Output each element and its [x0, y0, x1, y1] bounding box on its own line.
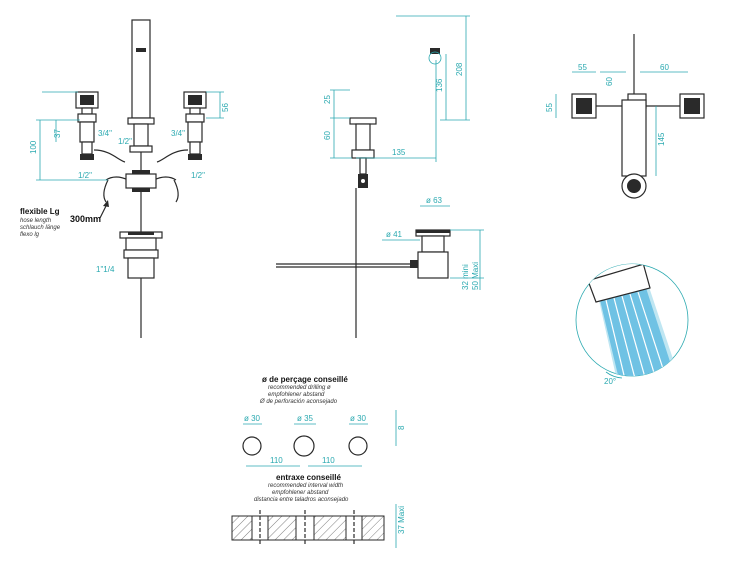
hole-1-diameter: ø 30 — [244, 414, 261, 423]
side-view: 208 136 25 60 135 ø 63 ø 41 32 mini 50 M… — [276, 14, 484, 338]
hose-title: flexible Lg — [20, 207, 60, 216]
dim-100: 100 — [29, 140, 38, 154]
dim-32-mini: 32 mini — [461, 264, 470, 290]
hose-line-1: hose length — [20, 218, 52, 224]
spacing-2: 110 — [322, 456, 335, 465]
dim-25: 25 — [323, 95, 332, 104]
dim-208: 208 — [455, 62, 464, 76]
dim-135: 135 — [392, 148, 406, 157]
right-handle — [156, 91, 207, 163]
dim-41: ø 41 — [386, 230, 403, 239]
dim-63: ø 63 — [426, 196, 443, 205]
drilling-line-1: recommended drilling ø — [268, 385, 331, 391]
half-left-label: 1/2" — [78, 171, 92, 180]
interval-line-3: distancia entre taladros aconsejado — [254, 497, 349, 503]
offset-8: 8 — [397, 425, 406, 430]
interval-title: entraxe conseillé — [276, 473, 341, 482]
interval-line-1: recommended interval width — [268, 483, 344, 489]
drilling-title: ø de perçage conseillé — [262, 375, 348, 384]
thread-left-label: 3/4" — [98, 129, 112, 138]
dim-60: 60 — [323, 131, 332, 140]
half-right-label: 1/2" — [191, 171, 205, 180]
hole-3-diameter: ø 30 — [350, 414, 367, 423]
max-37: 37 Maxi — [397, 506, 406, 534]
drilling-line-3: Ø de perforación aconsejado — [259, 399, 338, 405]
dim-56: 56 — [221, 103, 230, 112]
left-handle — [75, 91, 126, 163]
dim-136: 136 — [435, 78, 444, 92]
interval-line-2: empfohlener abstand — [272, 490, 329, 496]
dim-60-a: 60 — [605, 77, 614, 86]
spacing-1: 110 — [270, 456, 283, 465]
hose-length: 300mm — [70, 214, 101, 224]
dim-145: 145 — [657, 132, 666, 146]
dim-55-top: 55 — [578, 63, 587, 72]
spray-angle: 20° — [604, 377, 616, 386]
top-view: 55 60 60 55 145 — [545, 34, 705, 199]
hole-2-diameter: ø 35 — [297, 414, 314, 423]
thread-right-label: 3/4" — [171, 129, 185, 138]
hose-line-2: schlauch länge — [20, 225, 61, 231]
front-view: 100 37 56 3/4" 3/4" 1/2" 1/2" 1/2" 1"1/4… — [20, 19, 230, 338]
dim-37: 37 — [53, 129, 62, 138]
spray-detail: 20° — [575, 263, 689, 386]
dim-50-maxi: 50 Maxi — [471, 262, 480, 290]
dim-60-b: 60 — [660, 63, 669, 72]
thread-center-label: 1/2" — [118, 137, 132, 146]
drilling-line-2: empfohlener abstand — [268, 392, 325, 398]
drilling-section: ø de perçage conseillé recommended drill… — [231, 375, 406, 548]
dim-55-side: 55 — [545, 103, 554, 112]
hose-line-3: flexo lg — [20, 232, 40, 238]
waste-thread-label: 1"1/4 — [96, 265, 115, 274]
